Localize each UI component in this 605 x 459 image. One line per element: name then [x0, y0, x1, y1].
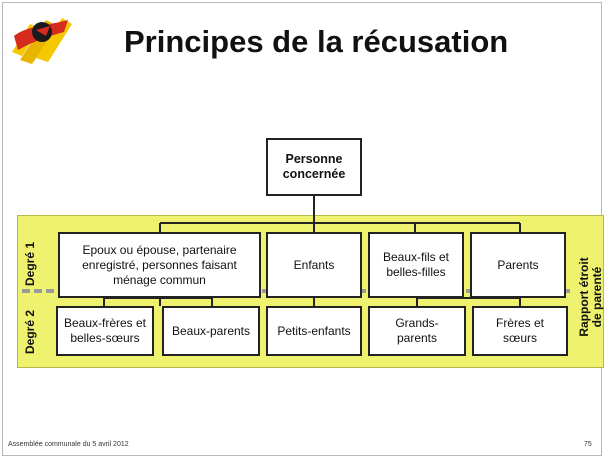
- node-epoux: Epoux ou épouse, partenaire enregistré, …: [58, 232, 261, 298]
- node-grands-parents-line2: parents: [396, 331, 438, 345]
- degree-1-label: Degré 1: [23, 241, 37, 287]
- side-label-line2: de parenté: [590, 266, 604, 328]
- node-beaux-parents-label: Beaux-parents: [171, 323, 251, 338]
- node-epoux-line1: Epoux ou épouse, partenaire: [82, 242, 237, 257]
- node-freres-soeurs: Frères et sœurs: [472, 306, 568, 356]
- logo-icon: [12, 18, 72, 64]
- node-personne-line2: concernée: [282, 167, 346, 181]
- node-grands-parents-line1: Grands-: [395, 316, 439, 330]
- node-petits-enfants-label: Petits-enfants: [277, 323, 351, 338]
- node-beaux-fils-line2: belles-filles: [386, 265, 446, 279]
- side-label: Rapport étroit de parenté: [577, 245, 605, 349]
- node-grands-parents: Grands- parents: [368, 306, 466, 356]
- node-beaux-freres: Beaux-frères et belles-sœurs: [56, 306, 154, 356]
- degree-2-label: Degré 2: [23, 309, 37, 355]
- node-epoux-line2: enregistré, personnes faisant: [82, 257, 237, 272]
- node-beaux-freres-line1: Beaux-frères et: [63, 316, 147, 330]
- node-epoux-line3: ménage commun: [113, 272, 206, 287]
- node-petits-enfants: Petits-enfants: [266, 306, 362, 356]
- node-freres-soeurs-line2: sœurs: [503, 331, 537, 345]
- page-number: 75: [584, 441, 592, 448]
- node-beaux-fils: Beaux-fils et belles-filles: [368, 232, 464, 298]
- page-title: Principes de la récusation: [124, 24, 509, 59]
- node-personne-concernee: Personne concernée: [266, 138, 362, 196]
- node-personne-line1: Personne: [285, 152, 343, 166]
- footer-caption: Assemblée communale du 5 avril 2012: [8, 441, 129, 448]
- node-beaux-parents: Beaux-parents: [162, 306, 260, 356]
- node-parents-label: Parents: [497, 257, 539, 272]
- node-freres-soeurs-line1: Frères et: [495, 316, 544, 330]
- node-parents: Parents: [470, 232, 566, 298]
- node-enfants-label: Enfants: [293, 257, 335, 272]
- node-beaux-fils-line1: Beaux-fils et: [382, 250, 450, 264]
- node-enfants: Enfants: [266, 232, 362, 298]
- node-beaux-freres-line2: belles-sœurs: [70, 331, 140, 345]
